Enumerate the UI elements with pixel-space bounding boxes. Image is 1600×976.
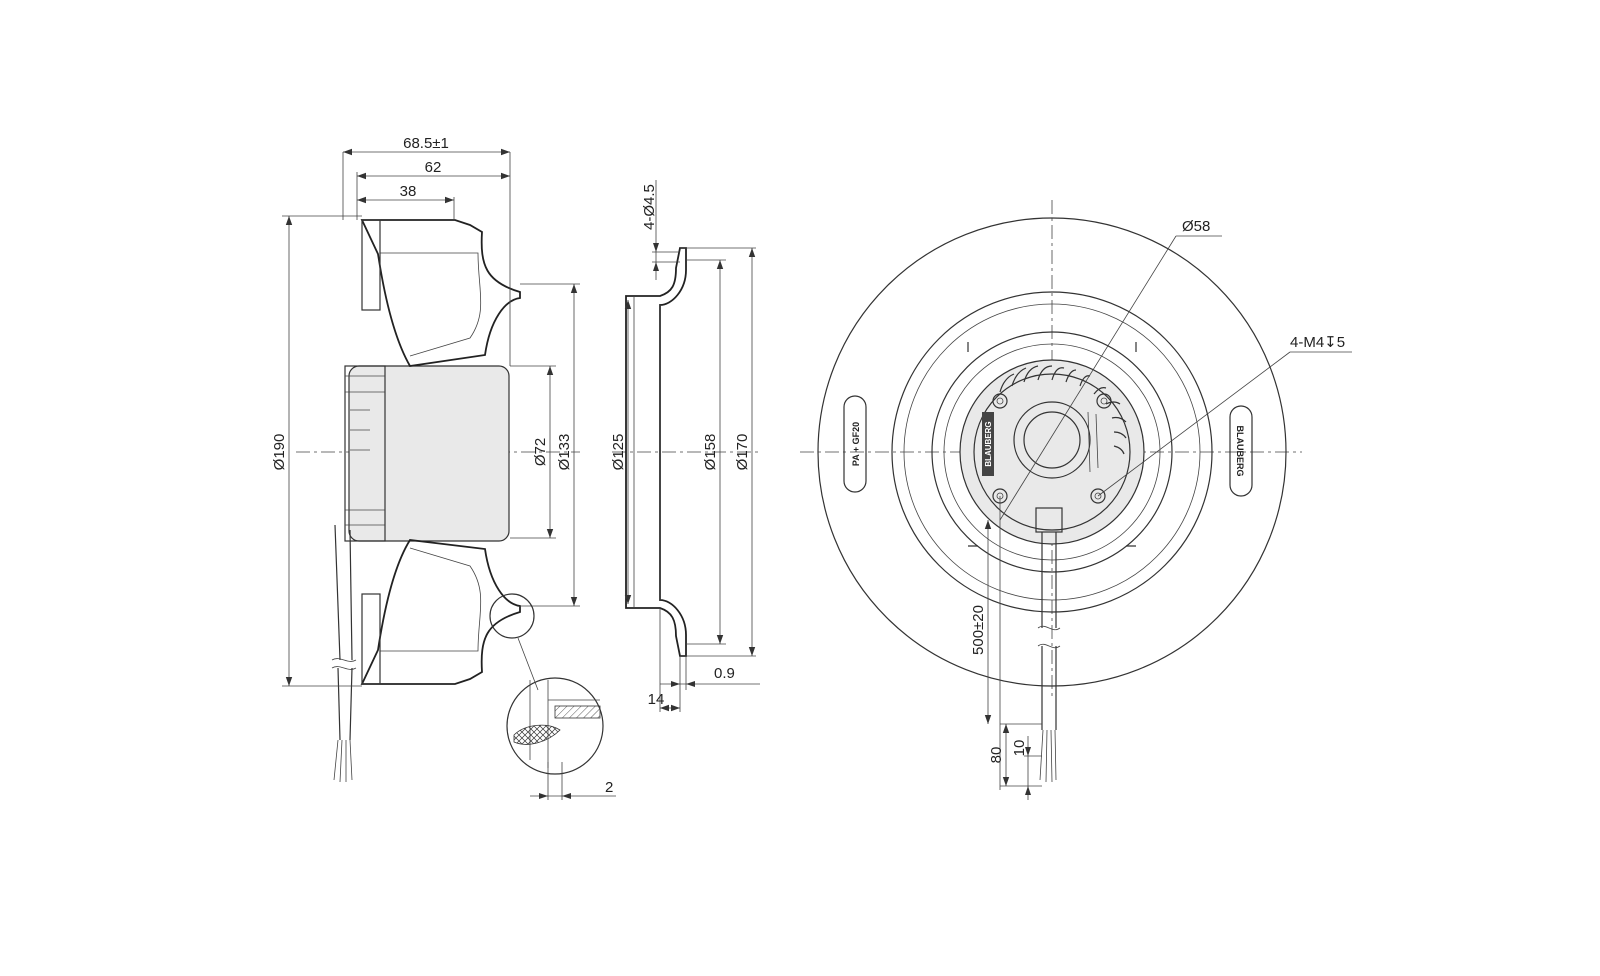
- hub-rim: [943, 343, 1161, 561]
- motor-back: [344, 365, 386, 542]
- dim-inlet-depth: 38: [400, 183, 417, 200]
- front-cable-break: [1037, 625, 1061, 649]
- hub-flange: [973, 373, 1131, 531]
- dim-impeller-depth: 62: [425, 159, 442, 176]
- detail-seal-xhatch: [513, 724, 561, 745]
- side-wires: [333, 739, 353, 783]
- shroud-ring-outer: [891, 291, 1213, 613]
- shroud-rim-top: [361, 219, 381, 311]
- material-marking: PA + GF20: [851, 422, 861, 466]
- front-wires: [1039, 729, 1057, 783]
- shroud-ring-inner: [903, 303, 1201, 601]
- mounting-screws: [992, 393, 1112, 504]
- shroud-rim-bottom: [361, 593, 381, 685]
- front-cable-lower: [1041, 646, 1057, 730]
- outer-disc: [817, 217, 1287, 687]
- front-cable: [1041, 532, 1057, 628]
- hub-face: [959, 359, 1145, 545]
- side-cable: [334, 524, 353, 661]
- shaft-boss-inner: [1023, 411, 1081, 469]
- dim-d-inner: Ø125: [610, 434, 627, 471]
- dim-wire-strip: 10: [1011, 740, 1028, 757]
- shaft-boss-outer: [1013, 401, 1091, 479]
- cable-gland: [1035, 507, 1063, 533]
- dim-threads: 4-M4↧5: [1290, 334, 1345, 351]
- detail-wall-hatch: [554, 705, 601, 719]
- leader-threads: [1097, 351, 1291, 497]
- dim-wall: 2: [605, 779, 613, 796]
- blade-bottom: [380, 547, 482, 652]
- dim-d-mid: Ø158: [702, 434, 719, 471]
- dim-depth: 14: [648, 691, 665, 708]
- dim-strip-length: 80: [988, 747, 1005, 764]
- dim-holes: 4-Ø4.5: [641, 184, 658, 230]
- rim-tab-top: [967, 342, 1137, 352]
- dim-d-bolt-circle: Ø58: [1182, 218, 1210, 235]
- brand-marking-rim: BLAUBERG: [1235, 426, 1245, 477]
- detail-callout-circle: [489, 593, 535, 639]
- side-cable-break: [331, 658, 357, 670]
- dim-d-hub: Ø72: [532, 438, 549, 466]
- front-view: PA + GF20 BLAUBERG BLAUBERG Ø58 4-M4↧5 5…: [800, 200, 1352, 800]
- cooling-slots: [999, 365, 1127, 455]
- hub-body: [348, 365, 510, 542]
- detail-view: 2: [506, 677, 616, 800]
- impeller-shroud-top: [360, 219, 521, 367]
- detail-circle: [506, 677, 604, 775]
- leader-d-bolt-circle: [999, 235, 1177, 521]
- inlet-ring: [931, 331, 1173, 573]
- hub-label: [1087, 411, 1099, 473]
- impeller-shroud-bottom: [360, 539, 521, 685]
- dim-overall-depth: 68.5±1: [403, 135, 449, 152]
- brand-marking-hub: BLAUBERG: [984, 421, 993, 466]
- blade-top: [380, 252, 482, 357]
- dim-cable-length: 500±20: [970, 605, 987, 655]
- dim-thickness: 0.9: [714, 665, 735, 682]
- side-view: 68.5±1 62 38 Ø190 Ø72 Ø133: [271, 135, 580, 783]
- dim-d-inlet: Ø133: [556, 434, 573, 471]
- side-cable-lower: [337, 667, 353, 741]
- material-marking-plate: PA + GF20: [843, 395, 867, 493]
- hub-brand-plate: BLAUBERG: [982, 412, 994, 476]
- motor-fins: [345, 375, 385, 526]
- inlet-ring-view: Ø170 Ø158 Ø125 4-Ø4.5 0.9 14: [610, 180, 760, 712]
- brand-marking-plate: BLAUBERG: [1229, 405, 1253, 497]
- dim-d-outer: Ø170: [734, 434, 751, 471]
- dim-d-impeller: Ø190: [271, 434, 288, 471]
